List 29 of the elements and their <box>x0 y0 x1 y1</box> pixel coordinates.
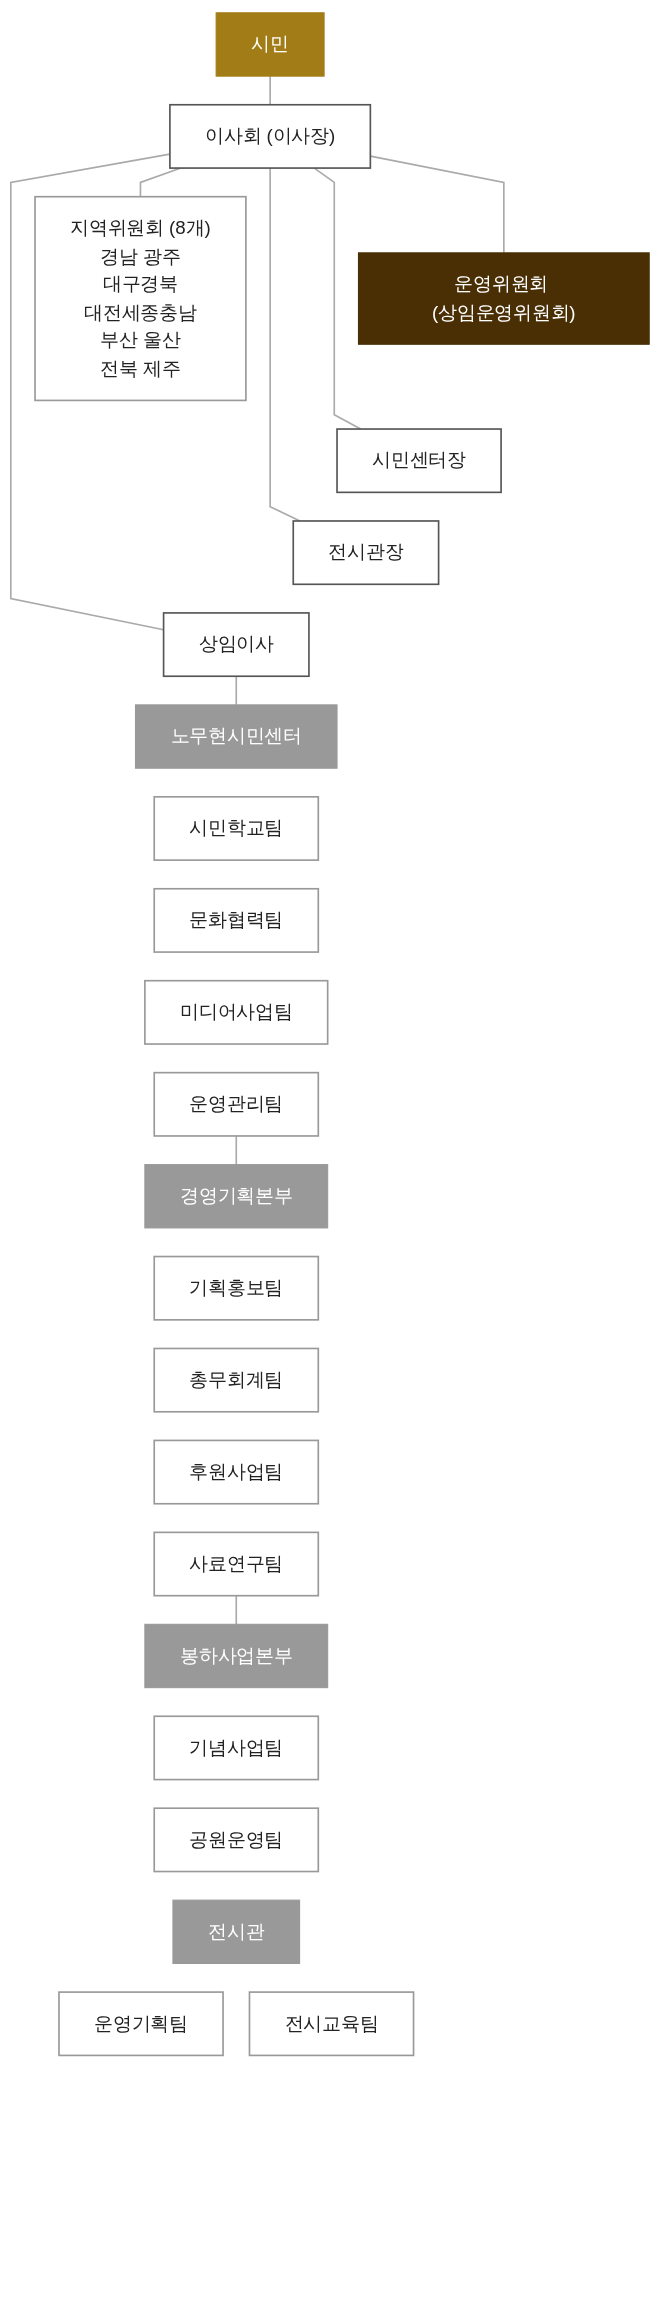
node-box: 시민 <box>215 12 325 77</box>
node-box: 전시교육팀 <box>248 1991 415 2057</box>
node-box: 이사회 (이사장) <box>169 103 372 169</box>
node-box: 지역위원회 (8개) 경남 광주 대구경북 대전세종충남 부산 울산 전북 제주 <box>34 195 247 402</box>
connector <box>269 167 301 522</box>
node-box: 사료연구팀 <box>153 1531 320 1597</box>
connector <box>235 1135 238 1166</box>
node-box: 기념사업팀 <box>153 1715 320 1781</box>
node-box: 공원운영팀 <box>153 1807 320 1873</box>
node-box: 경영기획본부 <box>144 1164 329 1229</box>
node-box: 전시관 <box>172 1899 301 1964</box>
node-box: 총무회계팀 <box>153 1347 320 1413</box>
connector <box>313 167 362 430</box>
node-box: 전시관장 <box>292 520 440 586</box>
node-box: 노무현시민센터 <box>134 704 338 769</box>
node-box: 문화협력팀 <box>153 887 320 953</box>
node-box: 시민학교팀 <box>153 796 320 861</box>
connector <box>235 675 238 706</box>
node-box: 후원사업팀 <box>153 1439 320 1505</box>
node-box: 운영위원회 (상임운영위원회) <box>357 252 650 345</box>
node-box: 상임이사 <box>162 612 310 678</box>
connector <box>235 1594 238 1626</box>
node-box: 시민센터장 <box>336 428 502 494</box>
node-box: 기획홍보팀 <box>153 1255 320 1321</box>
node-box: 운영기획팀 <box>58 1991 224 2057</box>
node-box: 미디어사업팀 <box>144 979 329 1045</box>
node-box: 봉하사업본부 <box>144 1623 329 1689</box>
connector <box>269 75 271 106</box>
node-box: 운영관리팀 <box>153 1071 320 1137</box>
